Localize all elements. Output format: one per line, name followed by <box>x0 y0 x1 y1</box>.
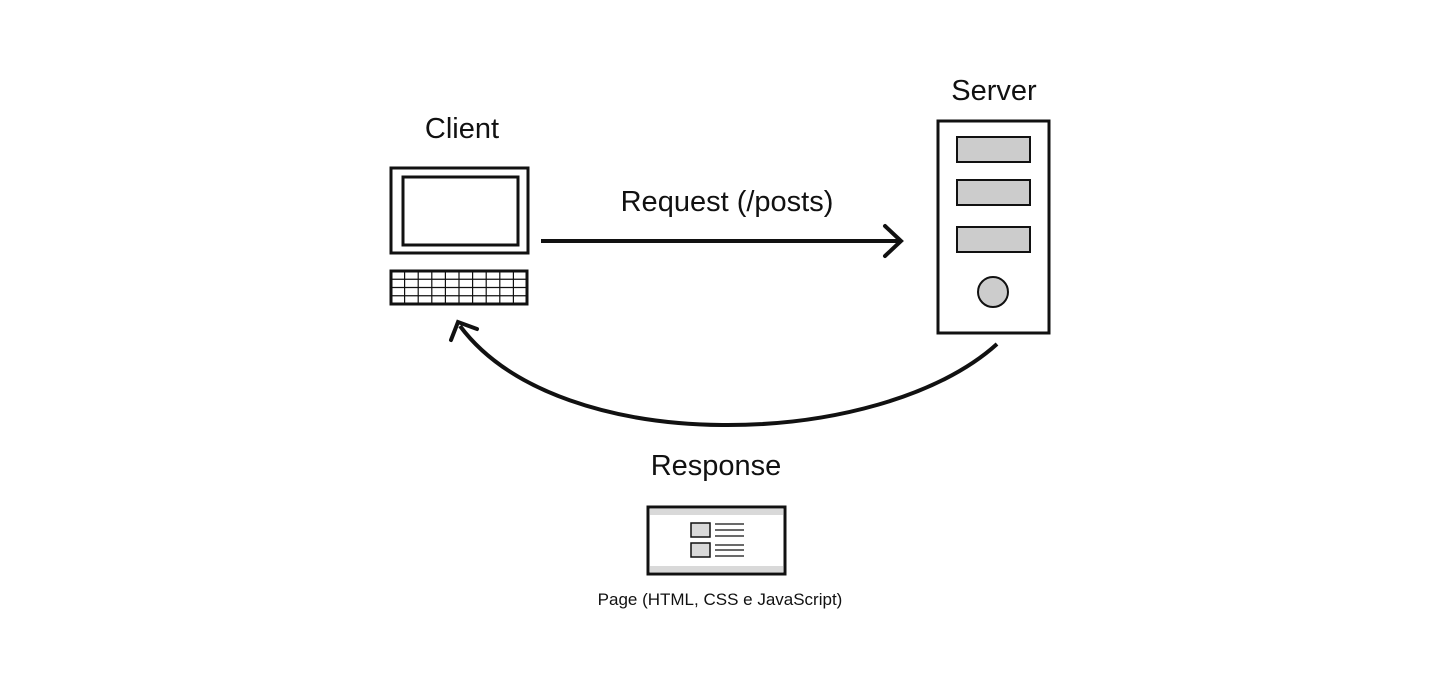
page-footer-bar <box>650 566 783 572</box>
keyboard-icon <box>389 269 529 306</box>
server-drive-2 <box>956 179 1031 206</box>
client-label: Client <box>424 113 500 145</box>
page-thumb-1 <box>690 522 711 538</box>
request-label: Request (/posts) <box>620 186 834 218</box>
page-thumb-2 <box>690 542 711 558</box>
server-label: Server <box>951 75 1037 107</box>
request-arrow <box>541 224 904 258</box>
response-label: Response <box>650 450 782 482</box>
server-icon <box>936 119 1051 335</box>
monitor-screen <box>401 175 520 247</box>
page-caption: Page (HTML, CSS e JavaScript) <box>597 590 843 609</box>
client-computer-icon <box>389 166 530 306</box>
server-drive-3 <box>956 226 1031 253</box>
page-document-icon <box>646 505 787 576</box>
page-text-lines <box>715 523 744 557</box>
server-power-button <box>977 276 1009 308</box>
page-header-bar <box>650 509 783 515</box>
server-drive-1 <box>956 136 1031 163</box>
response-arrow <box>449 319 999 427</box>
